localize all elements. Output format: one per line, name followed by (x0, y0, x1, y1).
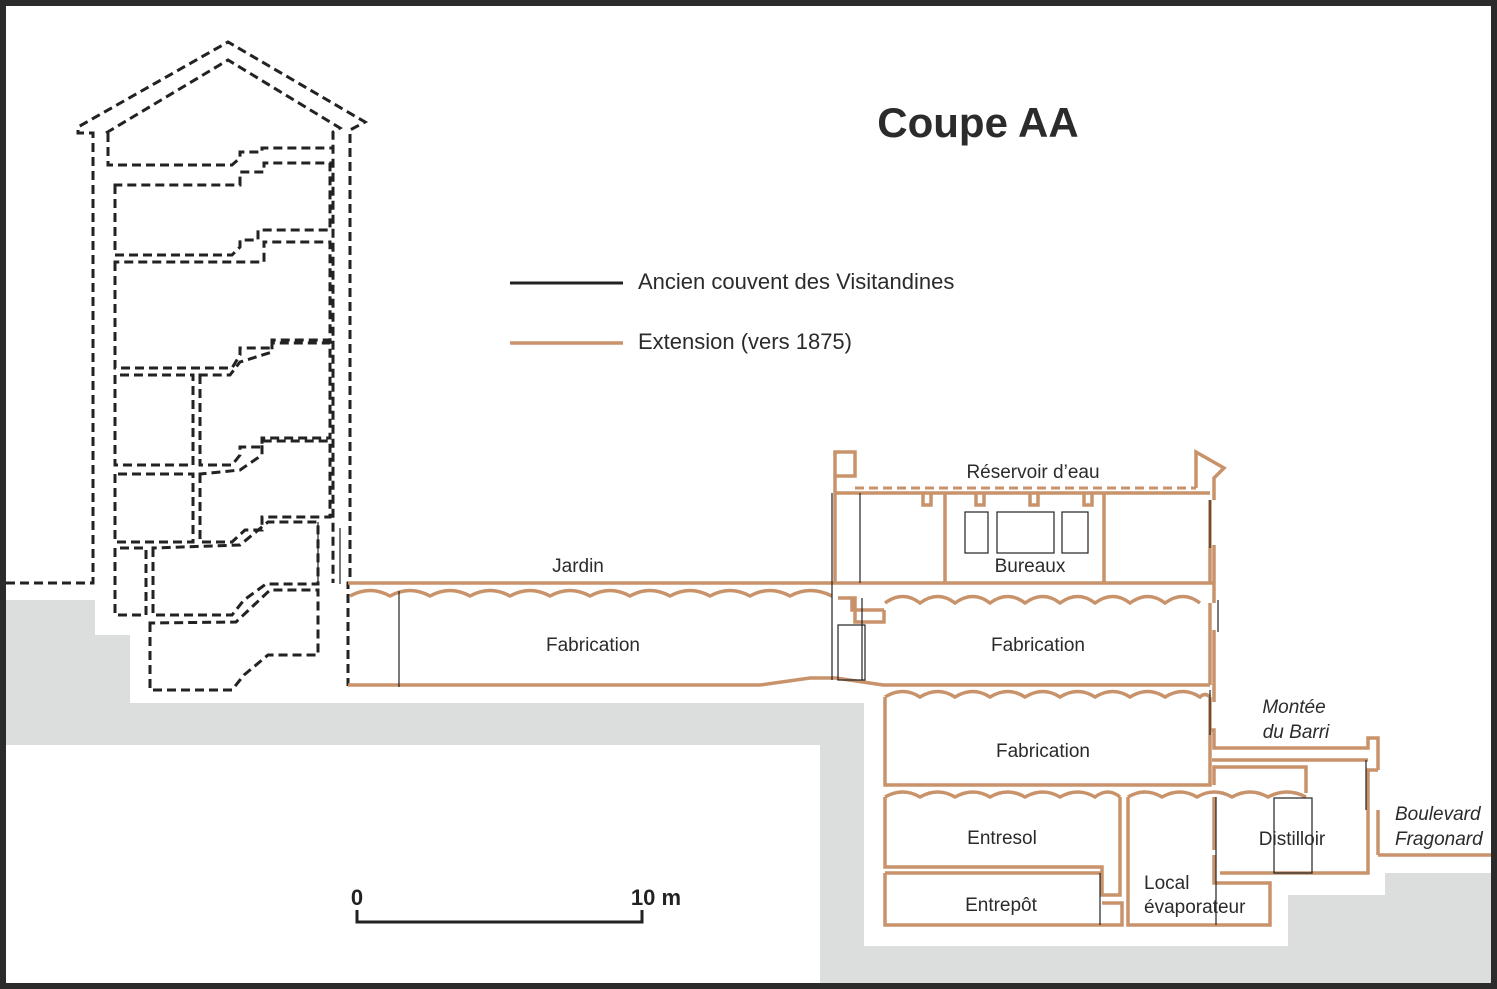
label-montee-line2: du Barri (1263, 722, 1330, 743)
old-convent-building (6, 40, 369, 692)
label-fabrication-lower: Fabrication (996, 741, 1090, 762)
label-local-line1: Local (1144, 873, 1189, 894)
window-outlines (398, 493, 1367, 925)
scale-start: 0 (351, 885, 363, 910)
legend-old-label: Ancien couvent des Visitandines (638, 269, 954, 294)
label-boulevard-line1: Boulevard (1395, 804, 1482, 825)
label-jardin: Jardin (552, 556, 604, 577)
label-montee-line1: Montée (1262, 697, 1325, 718)
ground-terrain (6, 600, 1491, 983)
label-bureaux: Bureaux (995, 556, 1066, 577)
legend-extension-label: Extension (vers 1875) (638, 329, 852, 354)
extension-building (348, 448, 1495, 927)
label-entresol: Entresol (967, 828, 1037, 849)
label-boulevard-line2: Fragonard (1395, 829, 1484, 850)
label-fabrication-left: Fabrication (546, 635, 640, 656)
label-local-line2: évaporateur (1144, 897, 1246, 918)
scale-end: 10 m (631, 885, 681, 910)
label-reservoir: Réservoir d’eau (966, 462, 1099, 483)
scale-bar: 0 10 m (351, 885, 681, 924)
title: Coupe AA (877, 99, 1078, 146)
label-entrepot: Entrepôt (965, 895, 1038, 916)
label-distilloir: Distilloir (1259, 829, 1326, 850)
label-fabrication-right: Fabrication (991, 635, 1085, 656)
